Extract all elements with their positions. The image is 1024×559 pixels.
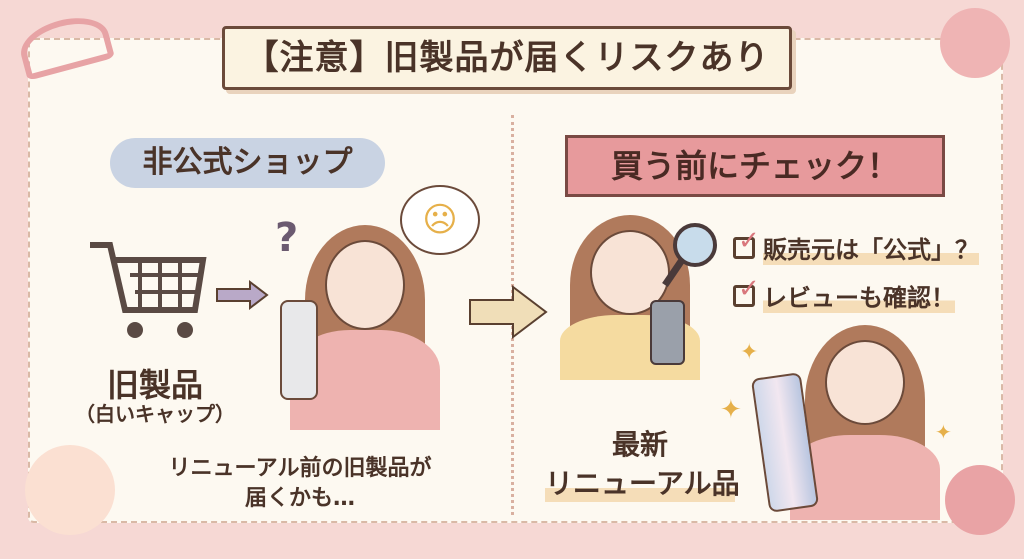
sparkle-icon: ✦ xyxy=(740,340,759,365)
page-title: 【注意】旧製品が届くリスクあり xyxy=(222,26,792,90)
caption-line-2: 届くかも… xyxy=(244,486,355,511)
old-product-label: 旧製品 xyxy=(106,366,203,404)
flower-decoration-bottom-left xyxy=(25,445,115,535)
sad-thought-bubble: ☹ xyxy=(400,185,480,255)
unofficial-shop-label: 非公式ショップ xyxy=(110,138,385,188)
checkbox-checked-icon xyxy=(733,274,760,307)
caption-line-1: リニューアル前の旧製品が xyxy=(168,456,432,481)
old-product-note: （白いキャップ） xyxy=(75,402,235,426)
worried-woman-illustration xyxy=(280,220,440,430)
happy-woman-illustration xyxy=(790,325,940,520)
checklist-label: レビューも確認！ xyxy=(763,278,955,313)
check-before-buying-banner: 買う前にチェック！ xyxy=(536,135,974,208)
question-mark: ? xyxy=(275,215,299,261)
sparkle-icon: ✦ xyxy=(935,420,952,444)
new-product-line-1: 最新 xyxy=(611,428,668,461)
shopping-cart-icon xyxy=(90,242,207,338)
checklist-item-reviews: レビューも確認！ xyxy=(733,274,955,313)
checklist-item-official-seller: 販売元は「公式」？ xyxy=(733,226,979,265)
magnifier-icon xyxy=(662,223,717,287)
smartphone xyxy=(650,300,685,365)
old-bottle xyxy=(280,300,318,400)
checking-woman-illustration xyxy=(560,215,700,380)
checklist-label: 販売元は「公式」？ xyxy=(763,230,979,265)
checkbox-checked-icon xyxy=(733,226,760,259)
big-arrow-right-icon xyxy=(469,285,548,340)
sparkle-icon: ✦ xyxy=(720,395,742,425)
flower-decoration-top-right xyxy=(940,8,1010,78)
arrow-right-icon xyxy=(216,280,269,310)
new-product-line-2: リニューアル品 xyxy=(545,462,740,502)
flower-decoration-bottom-right xyxy=(945,465,1015,535)
